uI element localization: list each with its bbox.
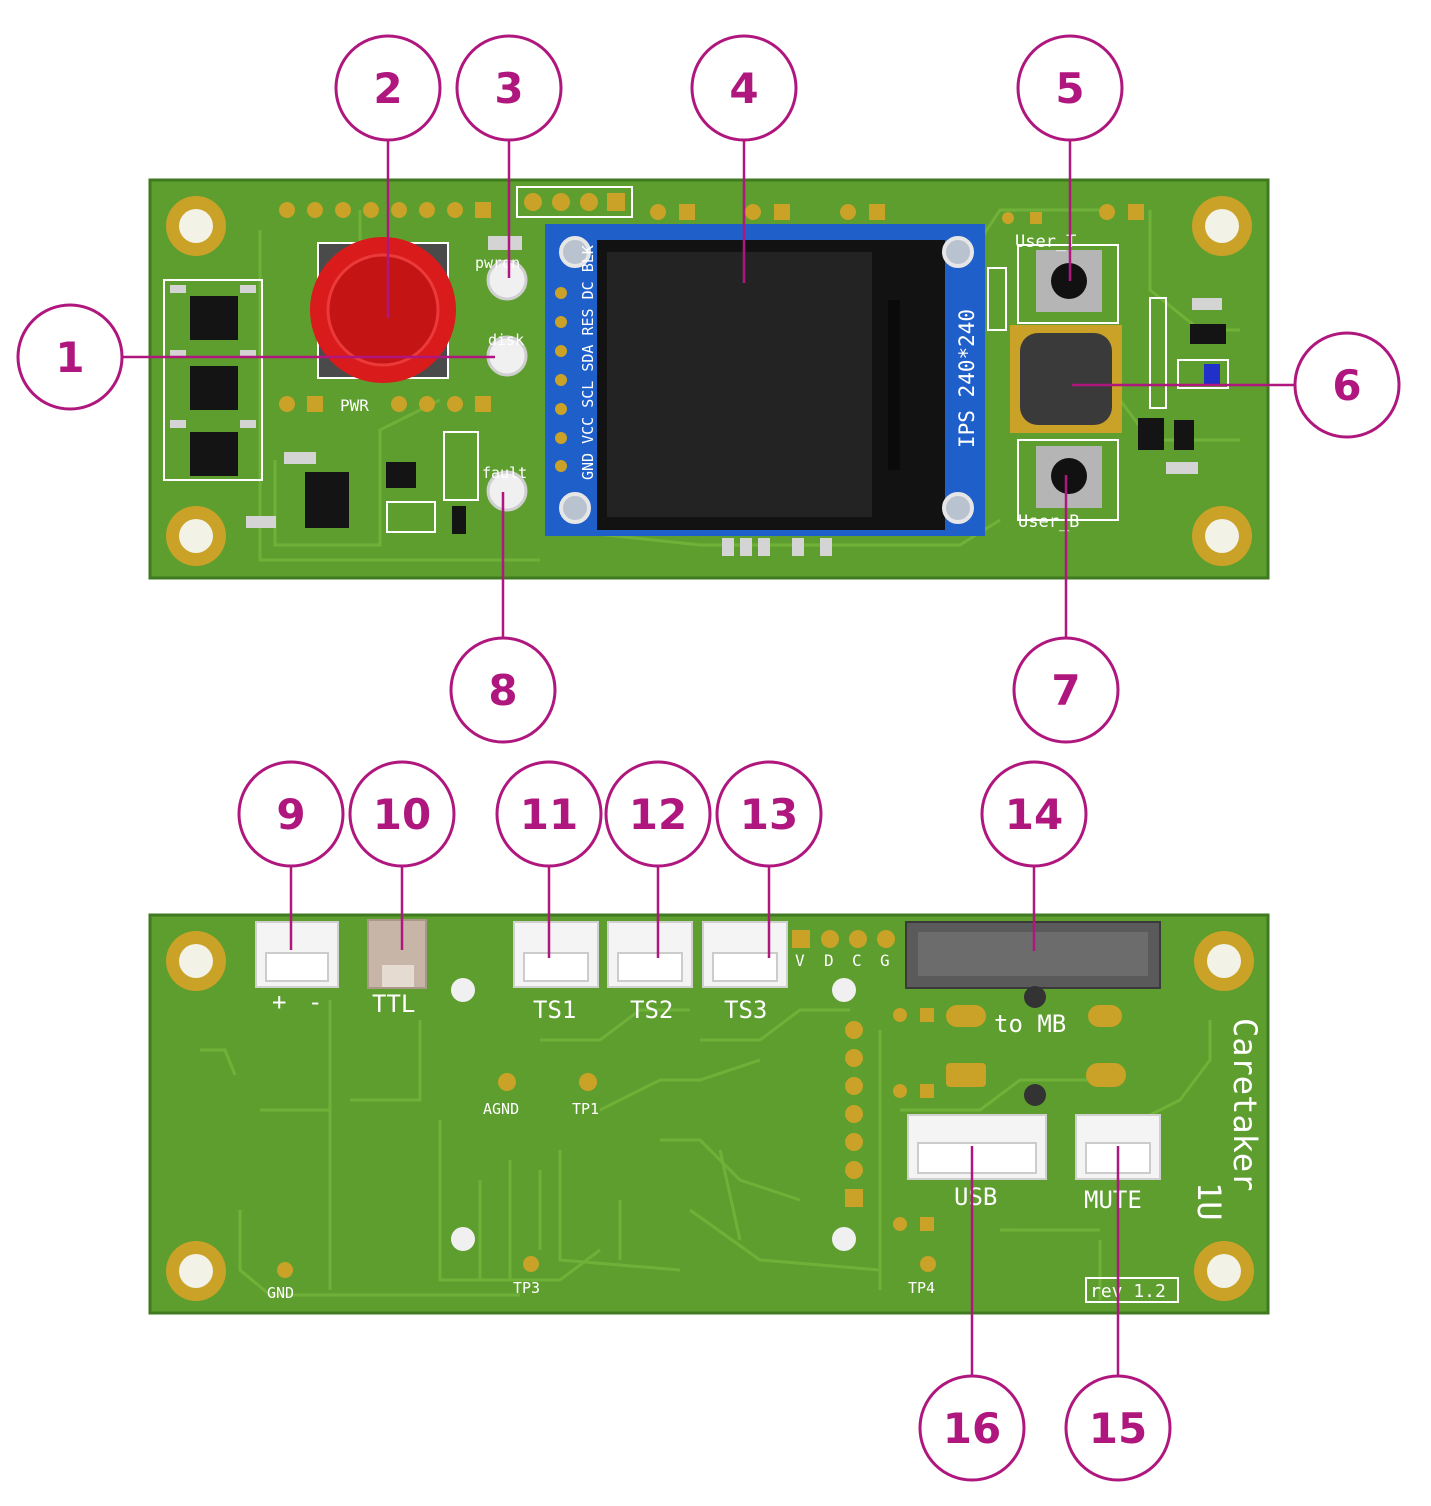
display-module xyxy=(545,224,985,536)
callout-number-4: 4 xyxy=(729,64,758,113)
silk-revision: rev 1.2 xyxy=(1090,1281,1166,1302)
silk-plus: + xyxy=(272,988,286,1016)
callout-number-3: 3 xyxy=(494,64,523,113)
front-leds xyxy=(486,236,528,512)
silk-product-name: Caretaker xyxy=(1226,1018,1264,1191)
callout-circle-9 xyxy=(237,760,345,868)
silk-display-pins: GND VCC SCL SDA RES DC BLK xyxy=(579,245,597,480)
back-hole-top xyxy=(1024,986,1046,1008)
silk-c: C xyxy=(852,951,862,970)
callout-circle-11 xyxy=(495,760,603,868)
back-connectors xyxy=(255,919,1161,1180)
callout-number-16: 16 xyxy=(943,1404,1001,1453)
silk-display-size: IPS 240*240 xyxy=(955,309,979,448)
callout-number-8: 8 xyxy=(488,666,517,715)
front-header-pads xyxy=(279,202,1144,412)
silk-tp4: TP4 xyxy=(908,1279,935,1297)
silk-pwron: pwron xyxy=(475,254,520,272)
callout-number-9: 9 xyxy=(276,790,305,839)
callout-circle-10 xyxy=(348,760,456,868)
silk-mute: MUTE xyxy=(1084,1186,1142,1214)
callout-number-5: 5 xyxy=(1055,64,1084,113)
silk-tp1: TP1 xyxy=(572,1100,599,1118)
back-mount-holes xyxy=(166,931,1254,1301)
silk-ts3: TS3 xyxy=(724,996,767,1024)
front-right-components xyxy=(987,244,1229,521)
silk-user-t: User_T xyxy=(1015,232,1076,252)
callout-circle-2 xyxy=(334,34,442,142)
silk-to-mb: to MB xyxy=(994,1010,1066,1038)
silk-ts1: TS1 xyxy=(533,996,576,1024)
callout-circle-12 xyxy=(604,760,712,868)
silk-disk: disk xyxy=(488,331,524,349)
callout-number-11: 11 xyxy=(520,790,578,839)
back-pads xyxy=(277,930,1126,1278)
silk-user-b: User_B xyxy=(1018,512,1079,532)
callout-circle-5 xyxy=(1016,34,1124,142)
silk-usb: USB xyxy=(954,1183,997,1211)
callout-circle-1 xyxy=(16,303,124,411)
back-hole-mid xyxy=(1024,1084,1046,1106)
back-traces xyxy=(200,1000,1212,1300)
silk-product-size: 1U xyxy=(1190,1182,1228,1221)
callout-number-7: 7 xyxy=(1051,666,1080,715)
back-board xyxy=(148,913,1270,1315)
callout-number-1: 1 xyxy=(55,333,84,382)
callout-number-13: 13 xyxy=(740,790,798,839)
callout-number-6: 6 xyxy=(1332,361,1361,410)
callout-circle-14 xyxy=(980,760,1088,868)
front-mount-holes xyxy=(166,196,1252,566)
callout-number-12: 12 xyxy=(629,790,687,839)
front-left-ics xyxy=(163,279,263,481)
silk-ttl: TTL xyxy=(372,990,415,1018)
silk-v: V xyxy=(795,951,805,970)
callout-number-2: 2 xyxy=(373,64,402,113)
silk-minus: - xyxy=(308,988,322,1016)
silk-pwr: PWR xyxy=(340,396,369,415)
callout-circle-4 xyxy=(690,34,798,142)
callout-number-15: 15 xyxy=(1089,1404,1147,1453)
silk-gnd: GND xyxy=(267,1284,294,1302)
silk-g: G xyxy=(880,951,890,970)
silk-agnd: AGND xyxy=(483,1100,519,1118)
callout-circle-13 xyxy=(715,760,823,868)
callout-number-10: 10 xyxy=(373,790,431,839)
silk-fault: fault xyxy=(482,464,527,482)
callout-circle-6 xyxy=(1293,331,1401,439)
callout-circle-16 xyxy=(918,1374,1026,1482)
callout-circle-7 xyxy=(1012,636,1120,744)
front-driver-ics xyxy=(246,431,479,534)
front-board: PWR pwron disk fault GND VCC xyxy=(148,178,1270,580)
front-4pin-header xyxy=(516,186,633,218)
callout-circle-8 xyxy=(449,636,557,744)
power-button xyxy=(310,237,456,383)
silk-d: D xyxy=(824,951,834,970)
silk-ts2: TS2 xyxy=(630,996,673,1024)
silk-tp3: TP3 xyxy=(513,1279,540,1297)
callout-circle-3 xyxy=(455,34,563,142)
revision-box xyxy=(1085,1277,1179,1303)
callout-number-14: 14 xyxy=(1005,790,1063,839)
front-bottom-resistors xyxy=(722,538,832,556)
callout-circle-15 xyxy=(1064,1374,1172,1482)
